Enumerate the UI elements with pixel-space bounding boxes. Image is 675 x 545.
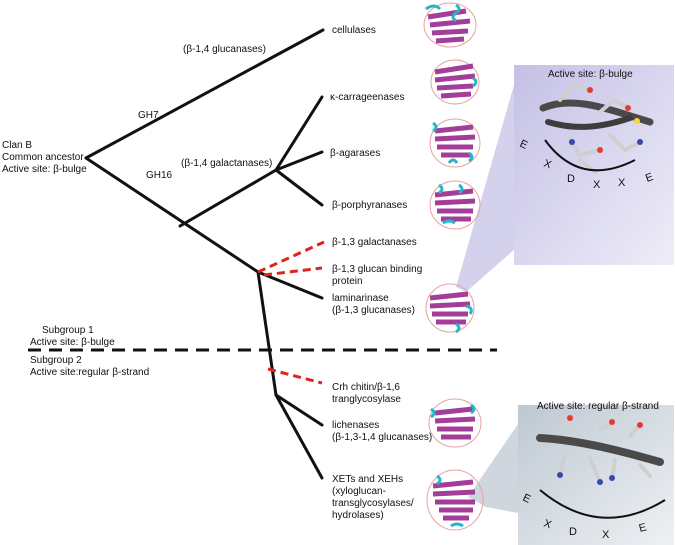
leaf-laminarinase-1: laminarinase bbox=[332, 293, 389, 304]
inset-top: Active site: β-bulge E X D X X E bbox=[456, 65, 674, 292]
leaf-lichenases-2: (β-1,3-1,4 glucanases) bbox=[332, 432, 432, 443]
leaf-carrageenases: κ-carrageenases bbox=[330, 92, 404, 103]
inset-top-letter-4: X bbox=[593, 179, 601, 191]
tree-dashed-branches bbox=[257, 240, 325, 385]
inset-top-title: Active site: β-bulge bbox=[548, 69, 633, 80]
inset-top-panel bbox=[514, 65, 674, 265]
inset-bottom-letter-2: X bbox=[542, 518, 554, 532]
inset-bottom-letter-1: E bbox=[521, 492, 533, 506]
branch-subgroup2 bbox=[256, 270, 278, 397]
label-gh16: GH16 bbox=[146, 170, 173, 181]
inset-top-letter-3: D bbox=[567, 173, 575, 185]
leaf-xets-3: transglycosylases/ bbox=[332, 498, 414, 509]
leaf-glucan-binding-2: protein bbox=[332, 276, 363, 287]
inset-top-letter-1: E bbox=[518, 138, 530, 152]
root-label: Clan B Common ancestor Active site: β-bu… bbox=[2, 140, 87, 175]
dashed-galactanases bbox=[257, 240, 325, 274]
inset-top-beam bbox=[456, 85, 565, 292]
inset-bottom-letter-3: D bbox=[569, 526, 577, 538]
branch-lichenases bbox=[274, 393, 324, 427]
leaf-xets-2: (xyloglucan- bbox=[332, 486, 386, 497]
leaf-crh-2: tranglycosylase bbox=[332, 394, 401, 405]
protein-carrageenases bbox=[430, 59, 480, 105]
leaf-porphyranases: β-porphyranases bbox=[332, 200, 407, 211]
inset-bottom-title: Active site: regular β-strand bbox=[537, 401, 659, 412]
inset-top-letter-5: X bbox=[618, 177, 626, 189]
protein-cellulases bbox=[423, 2, 477, 48]
inset-top-letter-6: E bbox=[644, 171, 655, 185]
branch-laminarinase bbox=[256, 270, 324, 300]
label-glucanases: (β-1,4 glucanases) bbox=[183, 44, 266, 55]
protein-thumbnails bbox=[423, 2, 484, 531]
leaf-cellulases: cellulases bbox=[332, 25, 376, 36]
protein-porphyranases bbox=[429, 180, 481, 230]
root-line-2: Common ancestor bbox=[2, 152, 84, 163]
branch-porphyranases bbox=[274, 168, 324, 207]
inset-top-arc bbox=[544, 139, 636, 172]
protein-xets bbox=[426, 469, 484, 531]
inset-bottom-structure bbox=[536, 415, 664, 485]
tree-branches bbox=[84, 28, 325, 480]
leaf-crh-1: Crh chitin/β-1,6 bbox=[332, 382, 400, 393]
inset-top-structure bbox=[539, 82, 654, 174]
branch-agarases bbox=[274, 150, 324, 172]
branch-galactanases bbox=[178, 168, 278, 228]
leaf-lichenases-1: lichenases bbox=[332, 420, 379, 431]
protein-laminarinase bbox=[425, 283, 475, 334]
leaf-laminarinase-2: (β-1,3 glucanases) bbox=[332, 305, 415, 316]
inset-bottom-arc bbox=[539, 489, 666, 519]
subgroup1-line-1: Subgroup 1 bbox=[42, 325, 94, 336]
label-galactanases: (β-1,4 galactanases) bbox=[181, 158, 272, 169]
protein-agarases bbox=[429, 118, 481, 168]
leaf-xets-1: XETs and XEHs bbox=[332, 474, 403, 485]
root-line-1: Clan B bbox=[2, 140, 32, 151]
dashed-crh bbox=[267, 367, 323, 385]
branch-carrageenases bbox=[274, 95, 324, 172]
dashed-glucan-binding bbox=[263, 266, 323, 277]
branch-xets bbox=[274, 393, 324, 480]
leaf-agarases: β-agarases bbox=[330, 148, 380, 159]
root-line-3: Active site: β-bulge bbox=[2, 164, 87, 175]
inset-top-letter-2: X bbox=[542, 158, 554, 172]
subgroup1-line-2: Active site: β-bulge bbox=[30, 337, 115, 348]
leaf-galactanases-b13: β-1,3 galactanases bbox=[332, 237, 417, 248]
inset-bottom-letter-4: X bbox=[602, 529, 610, 541]
branch-cellulases bbox=[84, 28, 325, 160]
leaf-glucan-binding-1: β-1,3 glucan binding bbox=[332, 264, 422, 275]
protein-lichenases bbox=[428, 398, 482, 448]
inset-bottom: Active site: regular β-strand E X D X E bbox=[468, 401, 674, 545]
subgroup2-line-2: Active site:regular β-strand bbox=[30, 367, 149, 378]
branch-gh16 bbox=[84, 156, 260, 274]
label-gh7: GH7 bbox=[138, 110, 159, 121]
leaf-xets-4: hydrolases) bbox=[332, 510, 384, 521]
subgroup2-line-1: Subgroup 2 bbox=[30, 355, 82, 366]
inset-bottom-letter-5: E bbox=[638, 521, 648, 534]
